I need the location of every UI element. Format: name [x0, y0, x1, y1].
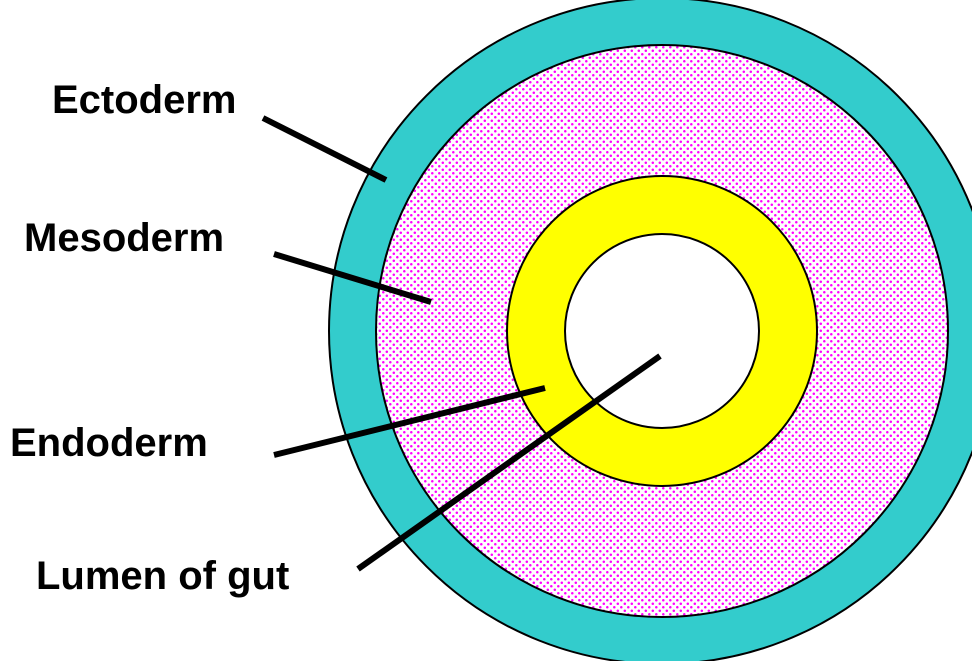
endoderm-label: Endoderm — [10, 421, 208, 465]
lumen-label: Lumen of gut — [36, 554, 289, 598]
mesoderm-label: Mesoderm — [24, 216, 224, 260]
ectoderm-label: Ectoderm — [52, 78, 237, 122]
ectoderm-leader-line — [263, 118, 386, 180]
